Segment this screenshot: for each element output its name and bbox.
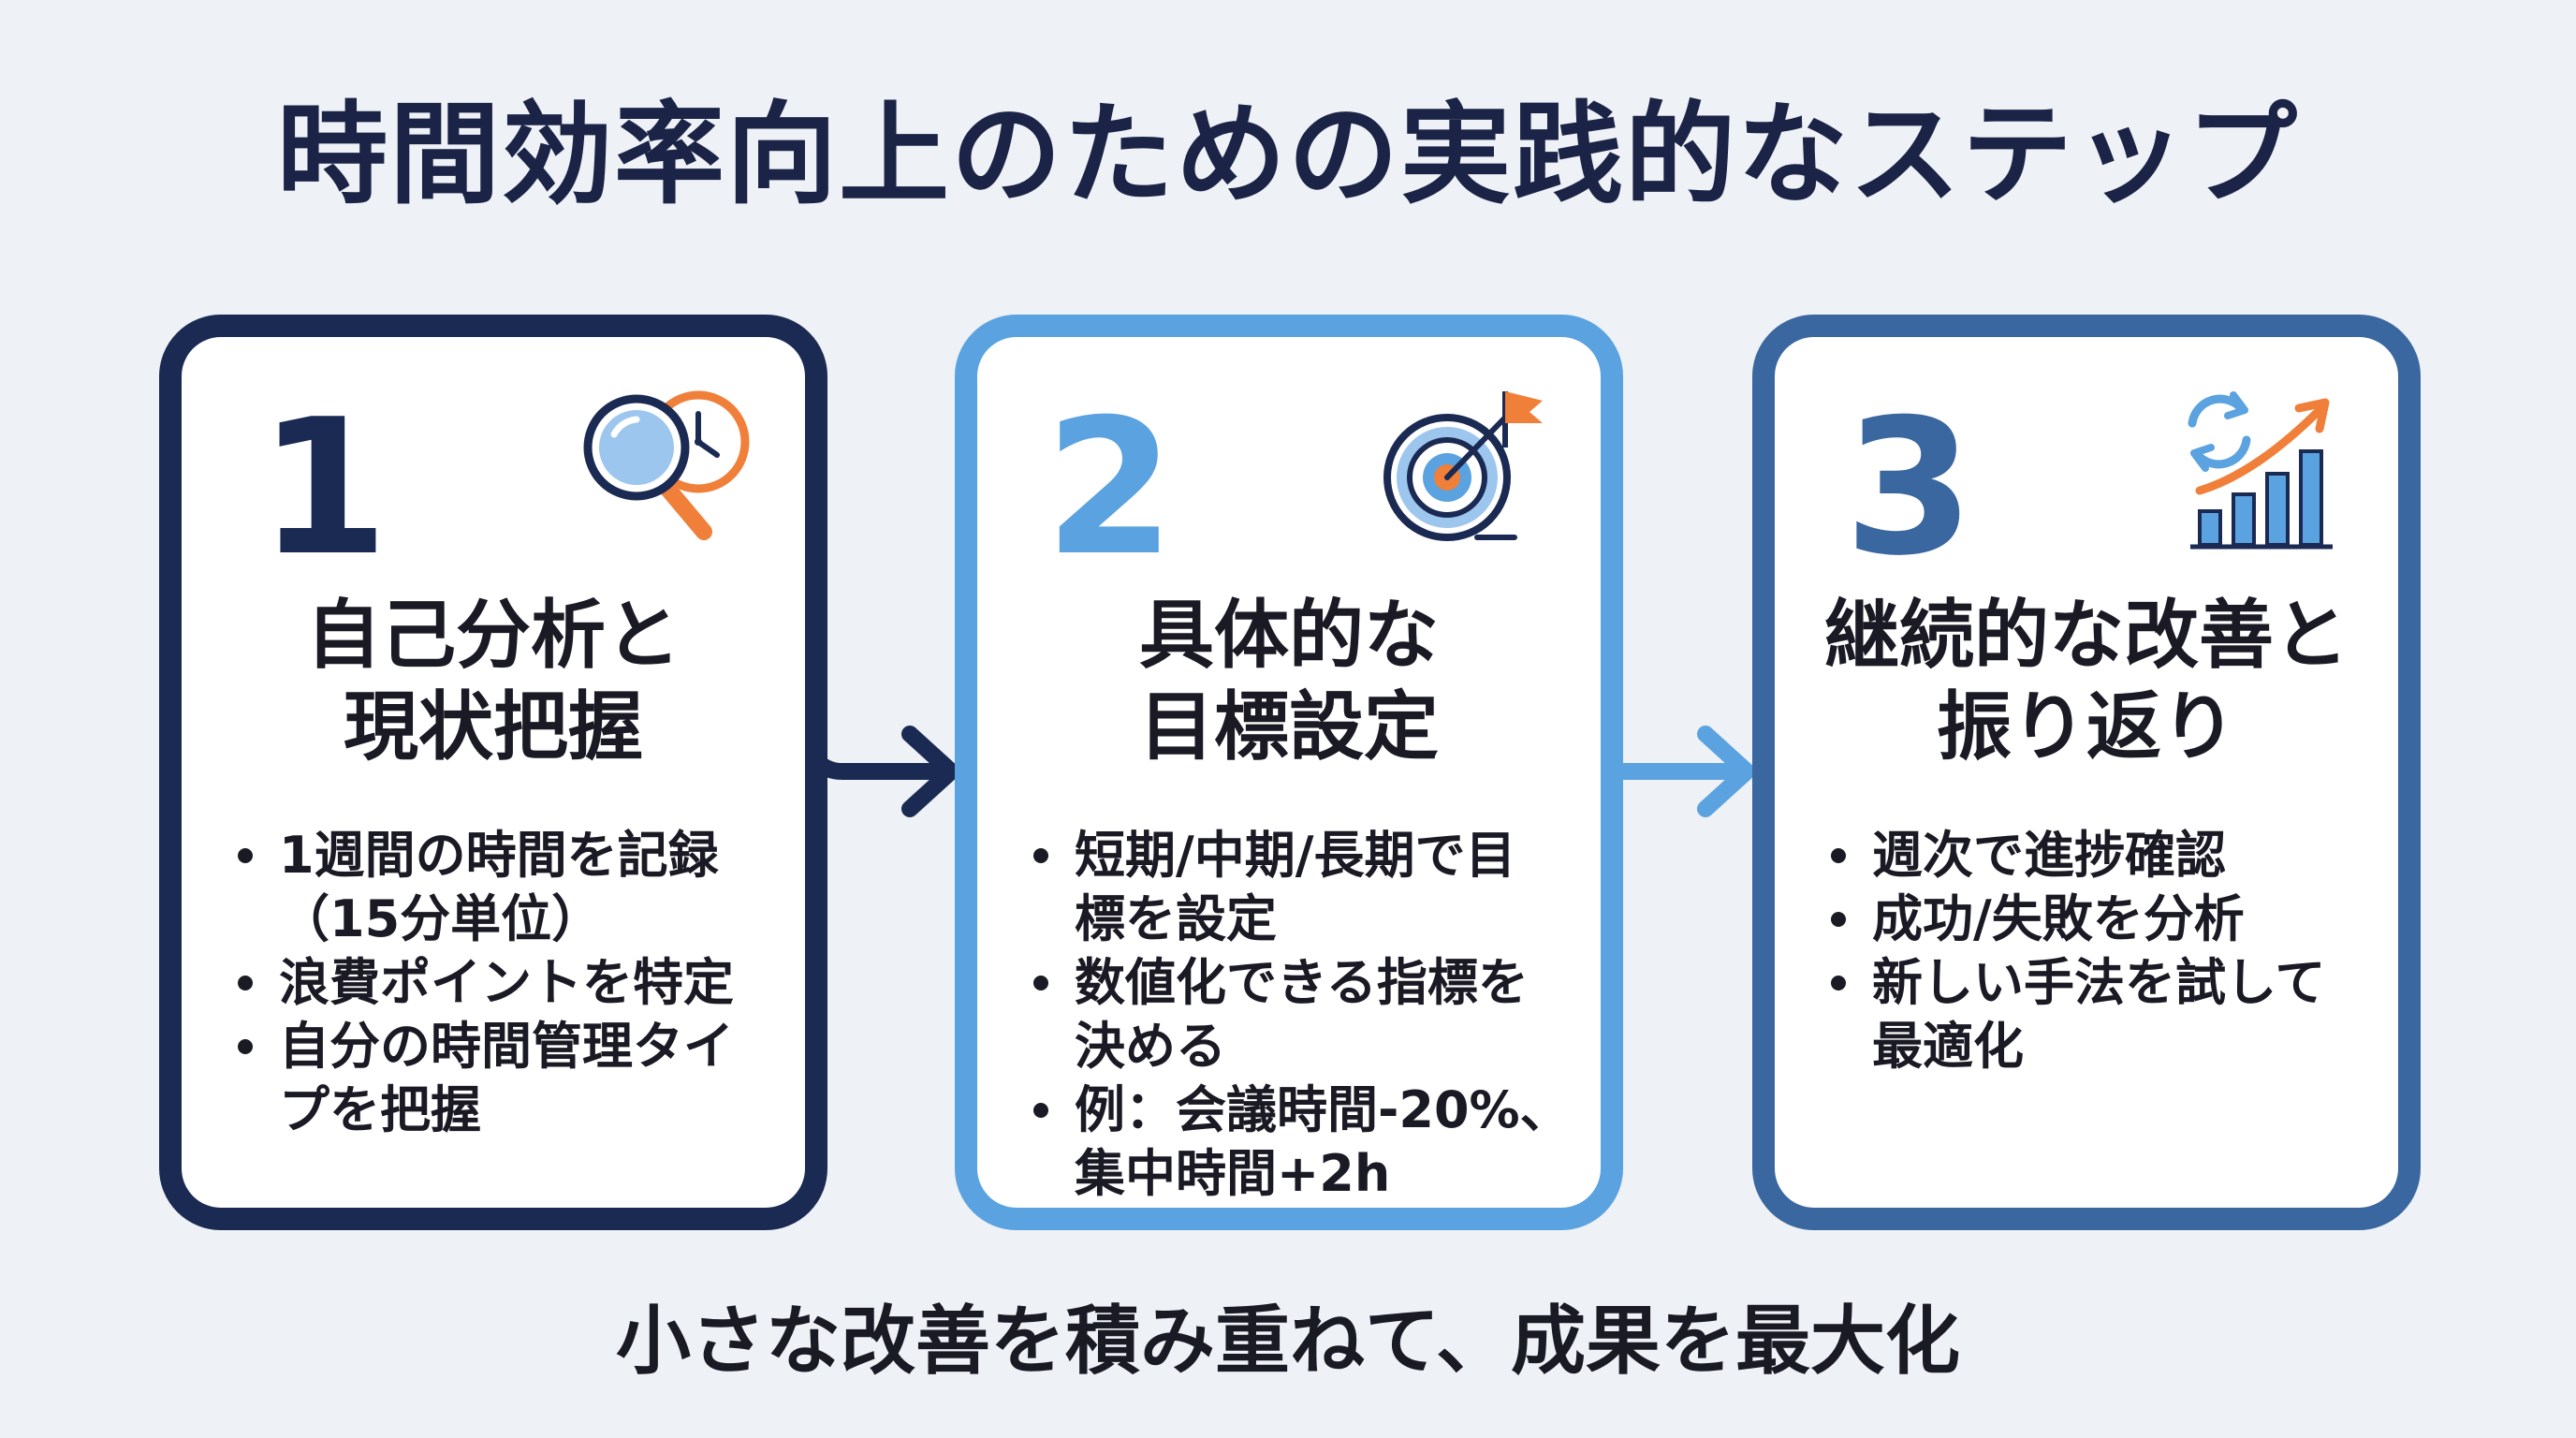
list-item: 短期/中期/長期で目標を設定 <box>1022 824 1603 951</box>
step-card-3: 3 継続的な改善と 振り返り 週次で進捗確認 成功/失敗を分析 新しい手法を試し… <box>1752 315 2421 1230</box>
step-bullets-3: 週次で進捗確認 成功/失敗を分析 新しい手法を試して最適化 <box>1820 824 2400 1078</box>
list-item: 成功/失敗を分析 <box>1820 888 2400 951</box>
step-number-2: 2 <box>1045 379 1176 597</box>
step-bullets-1: 1週間の時間を記録（15分単位） 浪費ポイントを特定 自分の時間管理タイプを把握 <box>227 824 807 1142</box>
list-item: 1週間の時間を記録（15分単位） <box>227 824 807 951</box>
list-item: 例：会議時間-20%、集中時間+2h <box>1022 1078 1603 1206</box>
arrow-right-icon <box>805 707 959 817</box>
step-card-2: 2 具体的な 目標設定 短期/中期/長期で目標を設定 数値化できる指標を決める … <box>955 315 1623 1230</box>
step-heading-1: 自己分析と 現状把握 <box>306 592 681 770</box>
list-item: 浪費ポイントを特定 <box>227 951 807 1015</box>
list-item: 週次で進捗確認 <box>1820 824 2400 888</box>
list-item: 自分の時間管理タイプを把握 <box>227 1015 807 1142</box>
step-bullets-2: 短期/中期/長期で目標を設定 数値化できる指標を決める 例：会議時間-20%、集… <box>1022 824 1603 1206</box>
cycle-growth-chart-icon <box>2188 391 2333 550</box>
step-card-1: 1 自己分析と 現状把握 1週間の時間を記録（15分単位） 浪費ポイントを特定 … <box>159 315 827 1230</box>
magnifier-clock-icon <box>583 390 750 540</box>
list-item: 数値化できる指標を決める <box>1022 951 1603 1078</box>
step-number-1: 1 <box>258 379 389 597</box>
step-heading-2: 具体的な 目標設定 <box>1139 592 1439 770</box>
list-item: 新しい手法を試して最適化 <box>1820 951 2400 1078</box>
step-heading-3: 継続的な改善と 振り返り <box>1824 592 2349 770</box>
tagline: 小さな改善を積み重ねて、成果を最大化 <box>616 1298 1960 1385</box>
arrow-right-icon <box>1601 726 1755 817</box>
step-number-3: 3 <box>1844 379 1975 597</box>
target-flag-icon <box>1383 391 1543 541</box>
page-title: 時間効率向上のための実践的なステップ <box>276 90 2299 219</box>
